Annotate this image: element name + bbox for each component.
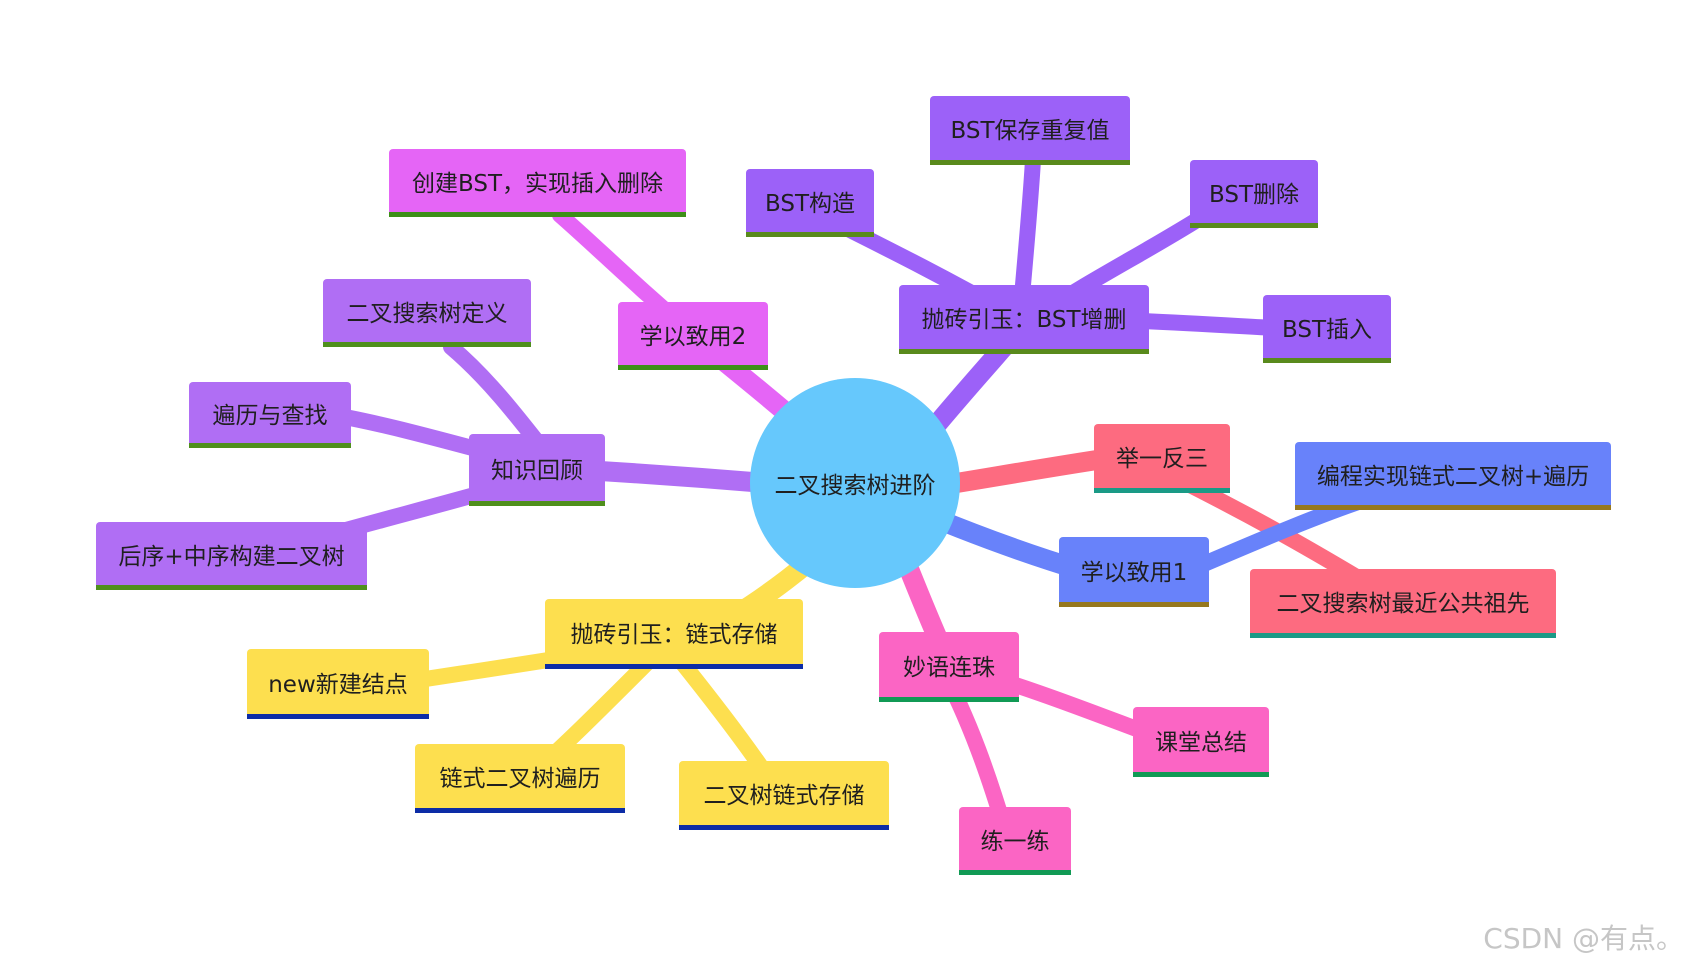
leaf-node-bst-definition[interactable]: 二叉搜索树定义 — [323, 279, 531, 347]
leaf-node-bst-insert[interactable]: BST插入 — [1263, 295, 1391, 363]
leaf-node-build-tree[interactable]: 后序+中序构建二叉树 — [96, 522, 367, 590]
node-label: BST插入 — [1281, 316, 1373, 343]
watermark: CSDN @有点。 — [1483, 922, 1684, 955]
node-label: 举一反三 — [1116, 446, 1208, 472]
center-node[interactable]: 二叉搜索树进阶 — [750, 378, 960, 588]
node-label: 链式二叉树遍历 — [439, 766, 601, 792]
branch-node-analogy[interactable]: 举一反三 — [1094, 424, 1230, 493]
leaf-node-practice[interactable]: 练一练 — [959, 807, 1071, 875]
node-label: 学以致用1 — [1080, 559, 1188, 586]
node-label: new新建结点 — [268, 671, 408, 698]
node-label: 创建BST，实现插入删除 — [411, 170, 664, 197]
leaf-node-bst-duplicates[interactable]: BST保存重复值 — [930, 96, 1130, 165]
leaf-node-linked-impl[interactable]: 编程实现链式二叉树+遍历 — [1295, 442, 1611, 510]
node-label: BST删除 — [1208, 181, 1300, 208]
branch-node-apply1[interactable]: 学以致用1 — [1059, 537, 1209, 607]
node-label: 学以致用2 — [639, 323, 747, 350]
node-label: 抛砖引玉：BST增删 — [921, 307, 1127, 333]
node-label: 抛砖引玉：链式存储 — [570, 621, 778, 648]
node-label: BST保存重复值 — [950, 118, 1110, 144]
node-label: 知识回顾 — [491, 457, 583, 484]
node-label: 妙语连珠 — [903, 654, 995, 681]
node-label: 练一练 — [980, 828, 1050, 855]
center-node-label: 二叉搜索树进阶 — [774, 473, 936, 499]
leaf-node-traverse-search[interactable]: 遍历与查找 — [189, 382, 351, 448]
leaf-node-new-node[interactable]: new新建结点 — [247, 649, 429, 719]
branch-node-bst-ops[interactable]: 抛砖引玉：BST增删 — [899, 285, 1149, 354]
leaf-node-create-bst[interactable]: 创建BST，实现插入删除 — [389, 149, 686, 217]
branch-node-linked-storage[interactable]: 抛砖引玉：链式存储 — [545, 599, 803, 669]
branch-node-apply2[interactable]: 学以致用2 — [618, 302, 768, 370]
node-label: BST构造 — [764, 190, 856, 217]
node-label: 课堂总结 — [1155, 729, 1247, 756]
leaf-node-tree-storage[interactable]: 二叉树链式存储 — [679, 761, 889, 830]
node-label: 遍历与查找 — [212, 402, 328, 429]
node-label: 编程实现链式二叉树+遍历 — [1316, 463, 1590, 490]
leaf-node-bst-delete[interactable]: BST删除 — [1190, 160, 1318, 228]
node-label: 二叉搜索树定义 — [346, 300, 508, 327]
branch-node-review[interactable]: 知识回顾 — [469, 434, 605, 506]
leaf-node-lca[interactable]: 二叉搜索树最近公共祖先 — [1250, 569, 1556, 638]
node-label: 二叉搜索树最近公共祖先 — [1276, 591, 1530, 617]
leaf-node-bst-build[interactable]: BST构造 — [746, 169, 874, 237]
leaf-node-linked-traverse[interactable]: 链式二叉树遍历 — [415, 744, 625, 813]
node-label: 二叉树链式存储 — [703, 783, 865, 809]
node-label: 后序+中序构建二叉树 — [118, 543, 345, 570]
branch-node-summary[interactable]: 妙语连珠 — [879, 632, 1019, 702]
leaf-node-class-summary[interactable]: 课堂总结 — [1133, 707, 1269, 777]
